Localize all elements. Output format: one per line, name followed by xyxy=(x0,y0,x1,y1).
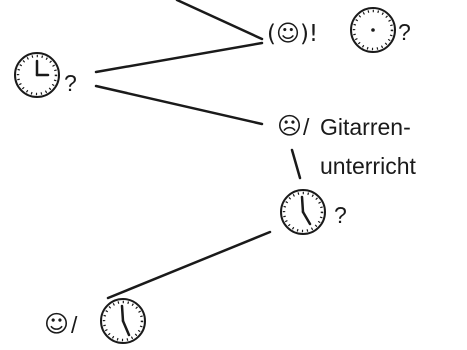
happy-exclaim-label: (☺)! xyxy=(267,21,319,47)
branch-line-left-to-lower xyxy=(94,84,264,126)
sad-slash: / xyxy=(303,114,310,140)
branch-line-sad-to-middle-clock xyxy=(290,148,302,180)
clock-icon xyxy=(280,189,326,235)
sad-face-icon: ☹ xyxy=(277,112,303,140)
middle-question-mark: ? xyxy=(334,202,347,228)
clock-icon xyxy=(14,52,60,98)
upper-question-mark: ? xyxy=(398,19,411,45)
branch-line-top-partial xyxy=(175,0,264,41)
clock-icon xyxy=(100,298,146,344)
branch-line-middle-to-bottom xyxy=(106,230,272,300)
guitar-lesson-line2: unterricht xyxy=(320,153,416,179)
guitar-lesson-line1: Gitarren- xyxy=(320,114,411,140)
clock-icon xyxy=(350,7,396,53)
bottom-slash: / xyxy=(71,312,78,338)
branch-line-left-to-upper xyxy=(94,41,264,74)
left-question-mark: ? xyxy=(64,70,77,96)
smiley-icon: ☺ xyxy=(44,310,70,338)
